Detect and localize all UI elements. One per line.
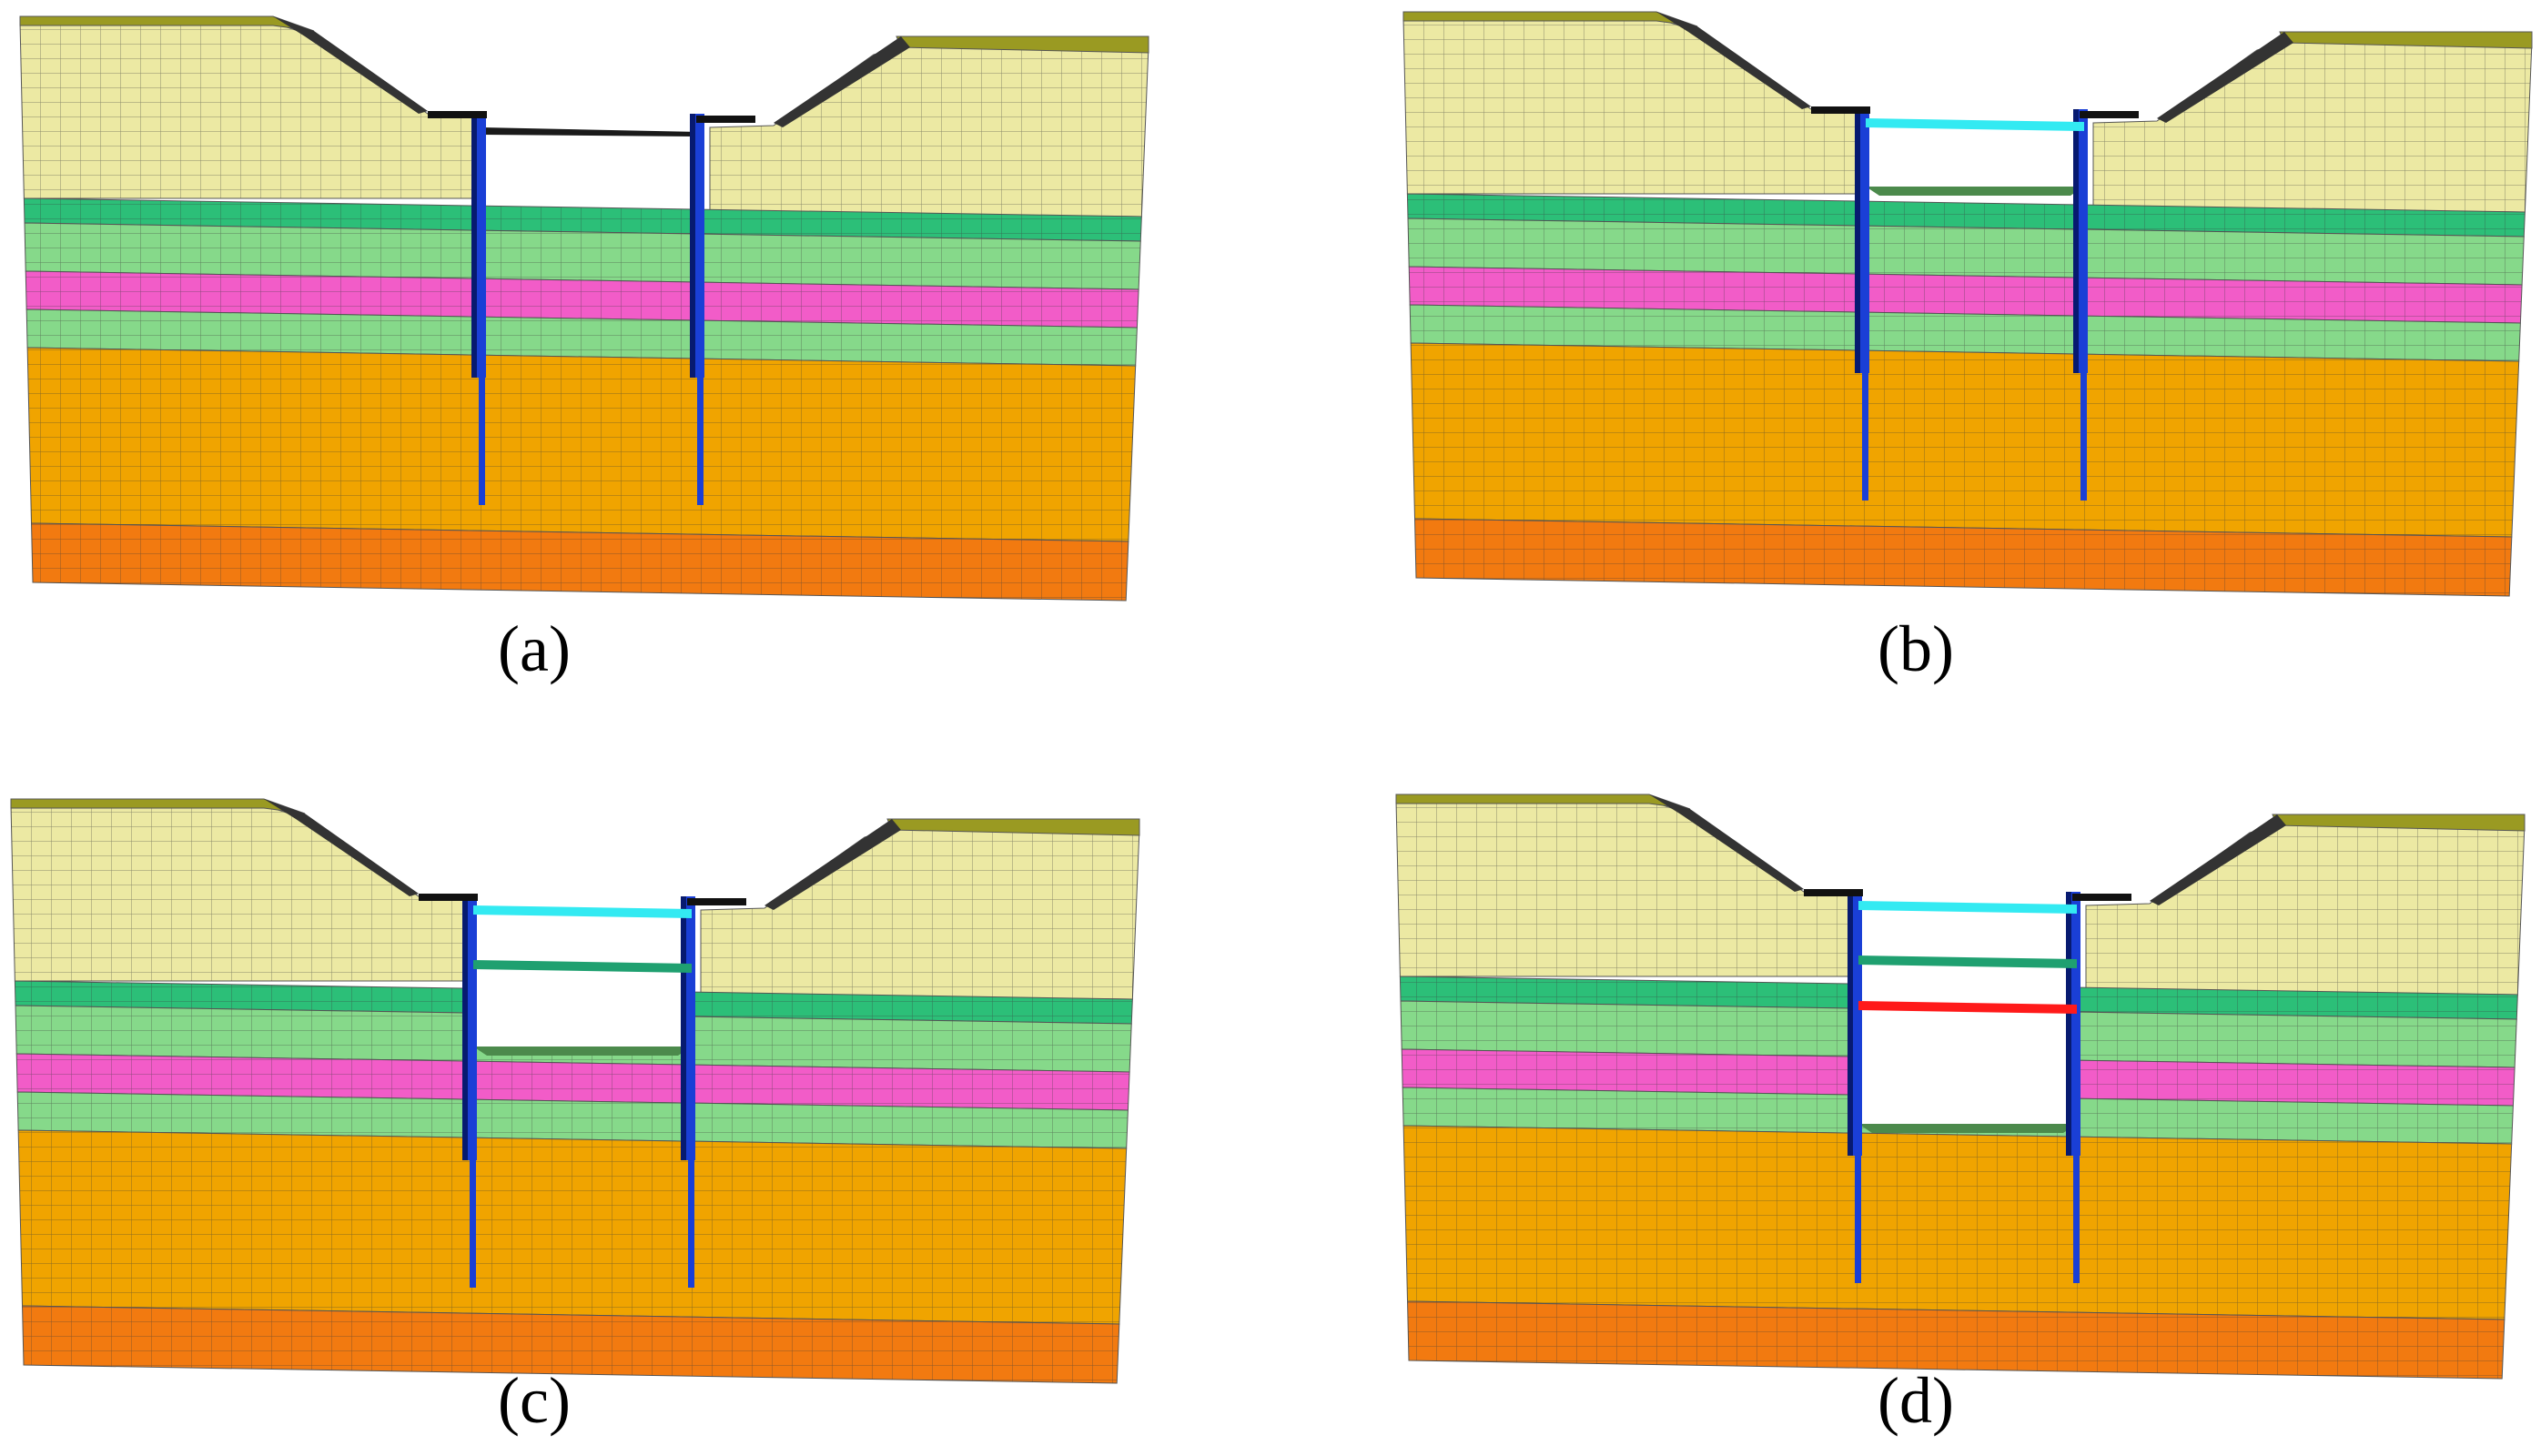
panel-a-caption: (a)	[498, 612, 571, 685]
wall-cap-left	[1811, 106, 1870, 114]
slope-edge-right	[774, 36, 910, 127]
wall-cap-right	[696, 116, 755, 123]
retaining-wall-face-right	[2071, 892, 2080, 1156]
panel-d-caption: (d)	[1878, 1364, 1954, 1437]
wall-pile-left	[479, 378, 485, 505]
wall-pile-right	[2080, 373, 2087, 500]
slope-edge-right	[2157, 32, 2293, 123]
slope-edge-right	[2150, 814, 2286, 905]
strut-green	[473, 960, 692, 973]
panel-c	[10, 798, 1140, 1384]
wall-cap-left	[419, 894, 478, 901]
wall-cap-right	[2080, 111, 2139, 118]
slope-edge-left	[1649, 794, 1804, 892]
strut-green	[1858, 956, 2077, 968]
panel-b	[1402, 11, 2533, 597]
wall-pile-right	[2073, 1156, 2080, 1283]
panel-a	[19, 15, 1149, 602]
slope-edge-left	[264, 799, 419, 896]
slope-edge-left	[273, 16, 428, 114]
excavated-pit	[473, 905, 692, 1046]
wall-pile-right	[688, 1160, 694, 1288]
panel-d	[1395, 794, 2526, 1380]
pit-floor	[1866, 187, 2084, 196]
wall-pile-left	[470, 1160, 476, 1288]
pit-floor	[482, 127, 701, 136]
retaining-wall-face-right	[695, 114, 704, 378]
wall-cap-left	[428, 111, 487, 118]
strut-cyan	[1866, 118, 2084, 131]
wall-pile-left	[1855, 1156, 1861, 1283]
panel-b-caption: (b)	[1878, 612, 1954, 685]
strut-cyan	[1858, 901, 2077, 914]
wall-pile-right	[697, 378, 704, 505]
wall-cap-right	[2072, 894, 2131, 901]
retaining-wall-face-right	[686, 896, 695, 1160]
strut-red	[1858, 1001, 2077, 1014]
wall-pile-left	[1862, 373, 1868, 500]
slope-edge-left	[1656, 12, 1811, 109]
wall-cap-left	[1804, 889, 1863, 896]
strut-cyan	[473, 905, 692, 918]
slope-edge-right	[764, 819, 901, 910]
retaining-wall-face-left	[1853, 892, 1862, 1156]
pit-floor	[1858, 1124, 2077, 1133]
panel-c-caption: (c)	[498, 1364, 571, 1437]
retaining-wall-face-left	[468, 896, 477, 1160]
retaining-wall-face-left	[477, 114, 486, 378]
retaining-wall-face-left	[1860, 109, 1869, 373]
retaining-wall-face-right	[2079, 109, 2088, 373]
pit-floor	[473, 1046, 692, 1056]
wall-cap-right	[687, 898, 746, 905]
